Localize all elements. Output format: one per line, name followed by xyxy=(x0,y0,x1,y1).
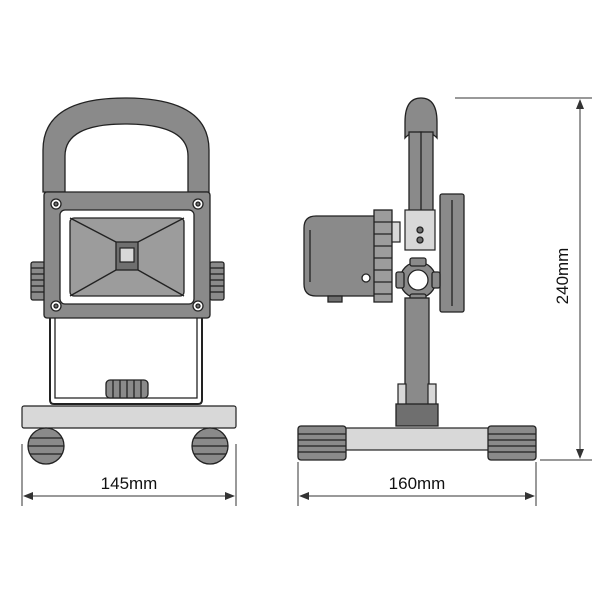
front-base-bar xyxy=(21,405,237,429)
front-view xyxy=(21,97,237,465)
front-feet xyxy=(27,427,229,465)
dimension-front-width: 145mm xyxy=(21,444,237,506)
front-handle xyxy=(42,97,210,193)
dimension-height: 240mm xyxy=(455,97,592,461)
front-width-label: 145mm xyxy=(101,474,158,493)
front-corner-screws xyxy=(50,198,204,312)
side-width-label: 160mm xyxy=(389,474,446,493)
front-stand-frame xyxy=(49,318,203,405)
side-stand-post xyxy=(404,297,430,407)
side-feet xyxy=(297,425,537,461)
side-fin-block xyxy=(373,209,393,303)
side-pivot-knob xyxy=(395,257,441,303)
height-label: 240mm xyxy=(553,248,572,305)
dimension-side-width: 160mm xyxy=(297,462,537,506)
side-base-bar xyxy=(339,427,493,451)
side-post-collar xyxy=(395,403,439,427)
side-lamp-body xyxy=(303,215,379,297)
side-view xyxy=(297,97,537,461)
